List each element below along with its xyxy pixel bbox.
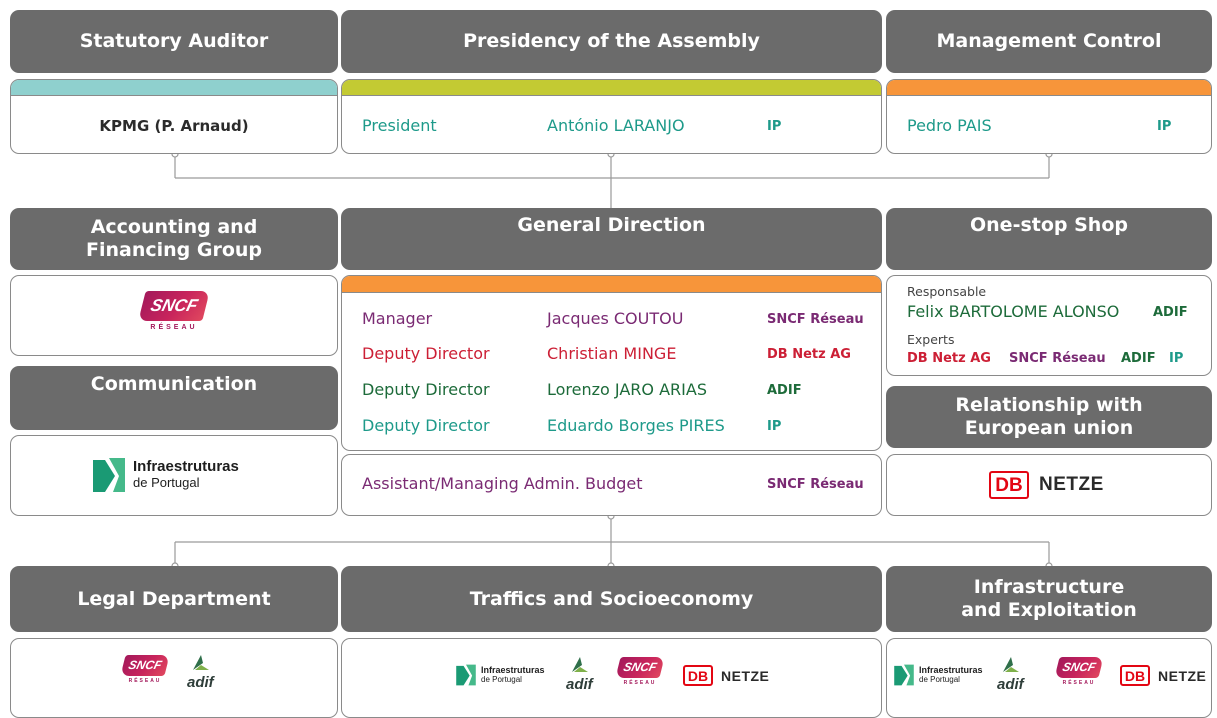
traffics-header: Traffics and Socioeconomy bbox=[341, 566, 882, 632]
adif-logo-icon bbox=[193, 655, 210, 670]
ip-logo-icon bbox=[93, 458, 125, 492]
one-stop-shop-header: One-stop Shop bbox=[886, 208, 1212, 270]
adif-logo-icon bbox=[1003, 657, 1020, 672]
gd-row-4-org: IP bbox=[767, 419, 782, 434]
gd-row-4-name: Eduardo Borges PIRES bbox=[547, 416, 725, 435]
db-netze-logo: DB NETZE bbox=[683, 665, 769, 686]
one-stop-shop-box: Responsable Felix BARTOLOME ALONSO ADIF … bbox=[886, 275, 1212, 376]
communication-title: Communication bbox=[90, 372, 258, 395]
presidency-box: President António LARANJO IP bbox=[341, 79, 882, 154]
infraestruturas-de-portugal-logo: Infraestruturas de Portugal bbox=[455, 663, 545, 687]
assistant-org: SNCF Réseau bbox=[767, 477, 864, 492]
statutory-auditor-color-bar bbox=[11, 80, 337, 96]
infraestruturas-de-portugal-logo: Infraestruturas de Portugal bbox=[91, 456, 239, 494]
sncf-reseau-logo: SNCF RÉSEAU bbox=[1054, 657, 1104, 686]
management-control-org: IP bbox=[1157, 119, 1172, 134]
adif-logo: adif bbox=[566, 655, 593, 692]
infrastructure-title: Infrastructure and Exploitation bbox=[961, 576, 1137, 621]
gd-row-3-role: Deputy Director bbox=[362, 380, 490, 399]
gd-row-2-name: Christian MINGE bbox=[547, 344, 677, 363]
management-control-color-bar bbox=[887, 80, 1211, 96]
infrastructure-header: Infrastructure and Exploitation bbox=[886, 566, 1212, 632]
sncf-reseau-logo: SNCF RÉSEAU bbox=[615, 657, 665, 686]
legal-department-box: SNCF RÉSEAU adif bbox=[10, 638, 338, 718]
legal-department-title: Legal Department bbox=[77, 587, 271, 610]
expert-adif: ADIF bbox=[1121, 351, 1156, 366]
responsable-org: ADIF bbox=[1153, 305, 1188, 320]
communication-header: Communication bbox=[10, 366, 338, 430]
management-control-header: Management Control bbox=[886, 10, 1212, 73]
experts-label: Experts bbox=[907, 332, 955, 347]
gd-row-3-org: ADIF bbox=[767, 383, 802, 398]
accounting-header: Accounting and Financing Group bbox=[10, 208, 338, 270]
ip-logo-icon bbox=[894, 664, 914, 686]
president-name: António LARANJO bbox=[547, 116, 685, 135]
statutory-auditor-box: KPMG (P. Arnaud) bbox=[10, 79, 338, 154]
gd-row-1-org: SNCF Réseau bbox=[767, 312, 864, 327]
gd-row-1-name: Jacques COUTOU bbox=[547, 309, 684, 328]
sncf-reseau-logo: SNCF RÉSEAU bbox=[138, 291, 210, 331]
president-org: IP bbox=[767, 119, 782, 134]
expert-sncf-reseau: SNCF Réseau bbox=[1009, 351, 1106, 366]
statutory-auditor-value: KPMG (P. Arnaud) bbox=[99, 117, 249, 135]
db-netze-logo: DB NETZE bbox=[989, 471, 1104, 499]
adif-logo: adif bbox=[187, 653, 214, 690]
accounting-box: SNCF RÉSEAU bbox=[10, 275, 338, 356]
gd-row-2-org: DB Netz AG bbox=[767, 347, 851, 362]
statutory-auditor-header: Statutory Auditor bbox=[10, 10, 338, 73]
general-direction-box: Manager Jacques COUTOU SNCF Réseau Deput… bbox=[341, 275, 882, 451]
communication-box: Infraestruturas de Portugal bbox=[10, 435, 338, 516]
general-direction-color-bar bbox=[342, 276, 881, 293]
sncf-reseau-logo: SNCF RÉSEAU bbox=[120, 655, 170, 684]
responsable-name: Felix BARTOLOME ALONSO bbox=[907, 302, 1120, 321]
adif-logo: adif bbox=[997, 655, 1024, 692]
db-netze-logo: DB NETZE bbox=[1120, 665, 1206, 686]
assistant-box: Assistant/Managing Admin. Budget SNCF Ré… bbox=[341, 454, 882, 516]
gd-row-4-role: Deputy Director bbox=[362, 416, 490, 435]
relationship-eu-title: Relationship with European union bbox=[955, 394, 1143, 439]
gd-row-2-role: Deputy Director bbox=[362, 344, 490, 363]
infrastructure-box: Infraestruturas de Portugal adif SNCF RÉ… bbox=[886, 638, 1212, 718]
management-control-name: Pedro PAIS bbox=[907, 116, 992, 135]
ip-logo-icon bbox=[456, 664, 476, 686]
expert-ip: IP bbox=[1169, 351, 1184, 366]
traffics-box: Infraestruturas de Portugal adif SNCF RÉ… bbox=[341, 638, 882, 718]
responsable-label: Responsable bbox=[907, 284, 987, 299]
gd-row-1-role: Manager bbox=[362, 309, 433, 328]
presidency-color-bar bbox=[342, 80, 881, 96]
general-direction-title: General Direction bbox=[517, 213, 706, 236]
presidency-header: Presidency of the Assembly bbox=[341, 10, 882, 73]
relationship-eu-header: Relationship with European union bbox=[886, 386, 1212, 448]
general-direction-header: General Direction bbox=[341, 208, 882, 270]
legal-department-header: Legal Department bbox=[10, 566, 338, 632]
accounting-title: Accounting and Financing Group bbox=[85, 216, 263, 261]
expert-db-netz: DB Netz AG bbox=[907, 351, 991, 366]
management-control-box: Pedro PAIS IP bbox=[886, 79, 1212, 154]
infraestruturas-de-portugal-logo: Infraestruturas de Portugal bbox=[893, 663, 983, 687]
president-role: President bbox=[362, 116, 437, 135]
adif-logo-icon bbox=[572, 657, 589, 672]
assistant-role: Assistant/Managing Admin. Budget bbox=[362, 474, 643, 493]
gd-row-3-name: Lorenzo JARO ARIAS bbox=[547, 380, 707, 399]
relationship-eu-box: DB NETZE bbox=[886, 454, 1212, 516]
statutory-auditor-title: Statutory Auditor bbox=[79, 30, 269, 52]
traffics-title: Traffics and Socioeconomy bbox=[469, 587, 754, 610]
one-stop-shop-title: One-stop Shop bbox=[970, 213, 1128, 236]
management-control-title: Management Control bbox=[936, 30, 1162, 52]
presidency-title: Presidency of the Assembly bbox=[463, 30, 760, 52]
